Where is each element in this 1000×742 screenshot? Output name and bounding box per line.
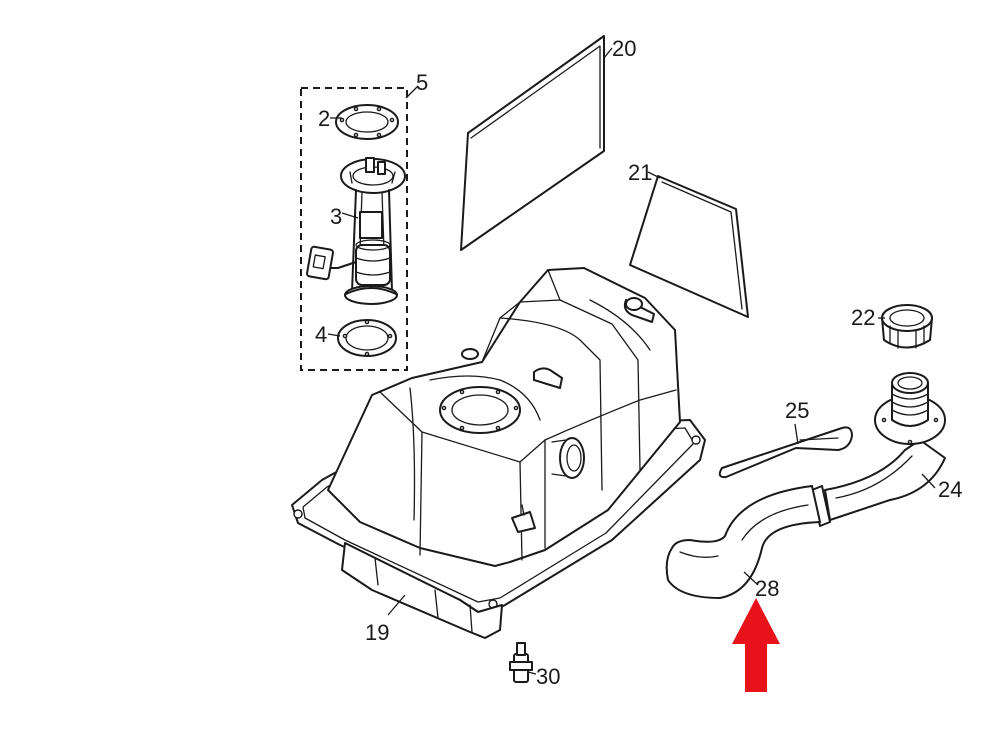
- callout-24: 24: [938, 477, 962, 502]
- part-20-sheet: [460, 35, 605, 251]
- callout-4: 4: [315, 322, 327, 347]
- red-arrow-indicator: [732, 598, 780, 692]
- part-24-filler-neck: [811, 372, 946, 527]
- callout-20: 20: [612, 36, 636, 61]
- callout-22: 22: [851, 305, 875, 330]
- part-30-fitting: [509, 642, 533, 683]
- part-2-gasket: [335, 104, 399, 140]
- leader-lines: [327, 47, 936, 675]
- part-22-filler-cap: [881, 304, 933, 349]
- callout-30: 30: [536, 664, 560, 689]
- assembly-dashed-box: [300, 87, 408, 371]
- part-5-fuel-pump-assembly: [300, 87, 408, 371]
- part-19-fuel-tank: [291, 267, 706, 639]
- part-4-seal-ring: [337, 319, 397, 357]
- callout-3: 3: [330, 204, 342, 229]
- part-28-filler-hose: [665, 485, 821, 599]
- part-25-breather-pipe: [718, 426, 853, 479]
- callout-21: 21: [628, 160, 652, 185]
- callout-labels: 2 3 4 5 19 20 21 22 24 25 28 30: [315, 36, 962, 689]
- callout-2: 2: [318, 106, 330, 131]
- part-21-sheet: [629, 175, 749, 318]
- callout-5: 5: [416, 70, 428, 95]
- part-3-pump-module: [306, 157, 406, 305]
- callout-25: 25: [785, 398, 809, 423]
- callout-28: 28: [755, 576, 779, 601]
- callout-19: 19: [365, 620, 389, 645]
